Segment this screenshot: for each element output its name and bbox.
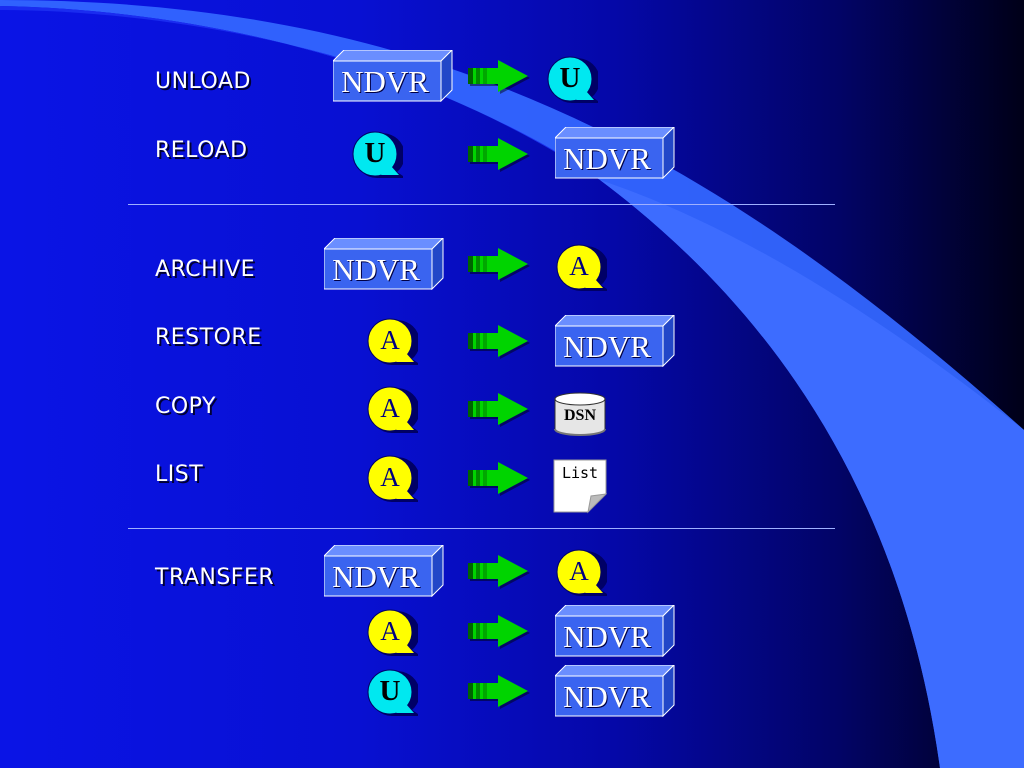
ndvr-label: NDVR <box>563 679 651 714</box>
unload-file-icon: U <box>351 130 403 182</box>
op-label-archive: ARCHIVE <box>155 257 256 282</box>
right-arrow-icon <box>468 135 530 173</box>
ndvr-database-icon: NDVR <box>555 315 675 367</box>
archive-file-letter: A <box>569 556 589 586</box>
swoosh-inner <box>600 180 1024 768</box>
archive-file-letter: A <box>380 393 400 423</box>
ndvr-label: NDVR <box>332 559 420 594</box>
right-arrow-icon <box>468 459 530 497</box>
ndvr-label: NDVR <box>332 252 420 287</box>
unload-file-icon: U <box>546 55 598 107</box>
ndvr-label: NDVR <box>563 619 651 654</box>
ndvr-label: NDVR <box>341 64 429 99</box>
unload-file-letter: U <box>379 675 401 707</box>
ndvr-database-icon: NDVR <box>333 50 453 102</box>
dsn-label: DSN <box>563 407 596 424</box>
ndvr-database-icon: NDVR <box>555 605 675 657</box>
report-document-icon: List <box>553 459 607 515</box>
archive-file-icon: A <box>555 548 607 600</box>
right-arrow-icon <box>468 612 530 650</box>
separator-line <box>128 528 835 529</box>
op-label-restore: RESTORE <box>155 325 262 350</box>
ndvr-label: NDVR <box>563 329 651 364</box>
right-arrow-icon <box>468 552 530 590</box>
archive-file-letter: A <box>380 462 400 492</box>
ndvr-database-icon: NDVR <box>324 238 444 290</box>
ndvr-database-icon: NDVR <box>555 127 675 179</box>
op-label-copy: COPY <box>155 394 216 419</box>
archive-file-icon: A <box>366 454 418 506</box>
op-label-list: LIST <box>155 462 204 487</box>
unload-file-icon: U <box>366 668 418 720</box>
ndvr-database-icon: NDVR <box>555 665 675 717</box>
right-arrow-icon <box>468 390 530 428</box>
ndvr-database-icon: NDVR <box>324 545 444 597</box>
unload-file-letter: U <box>559 62 581 94</box>
op-label-unload: UNLOAD <box>155 69 251 94</box>
archive-file-icon: A <box>366 608 418 660</box>
right-arrow-icon <box>468 245 530 283</box>
archive-file-letter: A <box>380 325 400 355</box>
archive-file-letter: A <box>569 251 589 281</box>
ndvr-label: NDVR <box>563 141 651 176</box>
right-arrow-icon <box>468 672 530 710</box>
archive-file-icon: A <box>555 243 607 295</box>
right-arrow-icon <box>468 57 530 95</box>
archive-file-letter: A <box>380 616 400 646</box>
op-label-transfer: TRANSFER <box>155 565 275 590</box>
archive-file-icon: A <box>366 385 418 437</box>
op-label-reload: RELOAD <box>155 138 248 163</box>
dataset-cylinder-icon: DSN <box>554 392 608 438</box>
separator-line <box>128 204 835 205</box>
archive-file-icon: A <box>366 317 418 369</box>
list-label: List <box>561 464 599 482</box>
right-arrow-icon <box>468 322 530 360</box>
unload-file-letter: U <box>364 137 386 169</box>
